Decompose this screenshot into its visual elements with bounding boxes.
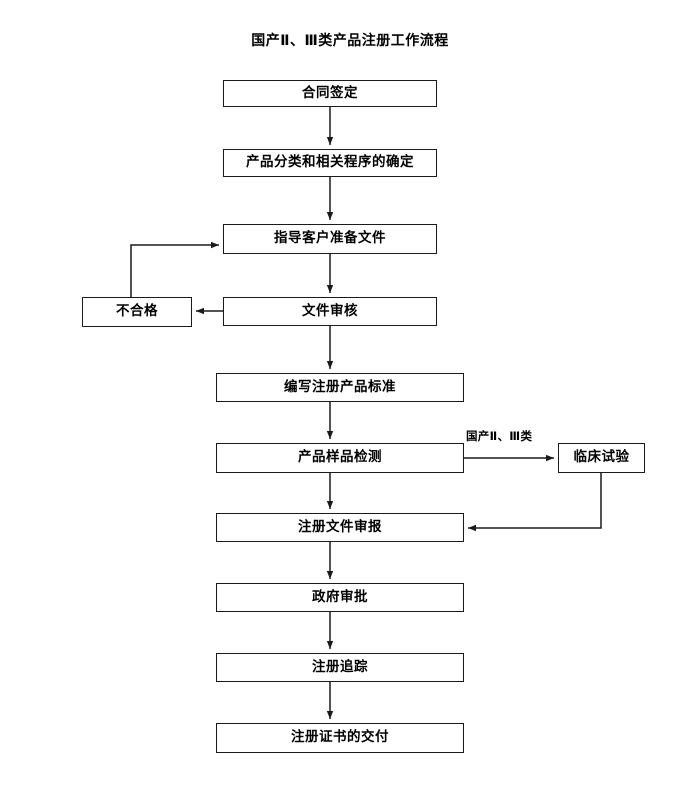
edge-unqualified-to-guidance [130,241,219,297]
node-registration-filing[interactable]: 注册文件审报 [216,513,464,542]
node-unqualified[interactable]: 不合格 [82,297,192,327]
node-contract-signing[interactable]: 合同签定 [223,80,437,107]
node-clinical-trial[interactable]: 临床试验 [558,443,645,473]
node-registration-tracking[interactable]: 注册追踪 [216,653,464,682]
page-title: 国产Ⅱ、Ⅲ类产品注册工作流程 [251,33,449,49]
edge-label-domestic-class-2-3: 国产Ⅱ、Ⅲ类 [466,429,533,443]
node-product-classification[interactable]: 产品分类和相关程序的确定 [223,149,437,177]
node-document-review[interactable]: 文件审核 [223,297,437,326]
node-government-approval[interactable]: 政府审批 [216,583,464,612]
node-write-product-standard[interactable]: 编写注册产品标准 [216,373,464,402]
node-product-sample-testing[interactable]: 产品样品检测 [216,443,464,473]
node-guide-customer-docs[interactable]: 指导客户准备文件 [223,224,437,254]
node-certificate-delivery[interactable]: 注册证书的交付 [216,723,464,753]
edge-clinicaltrial-to-filing [468,473,602,532]
